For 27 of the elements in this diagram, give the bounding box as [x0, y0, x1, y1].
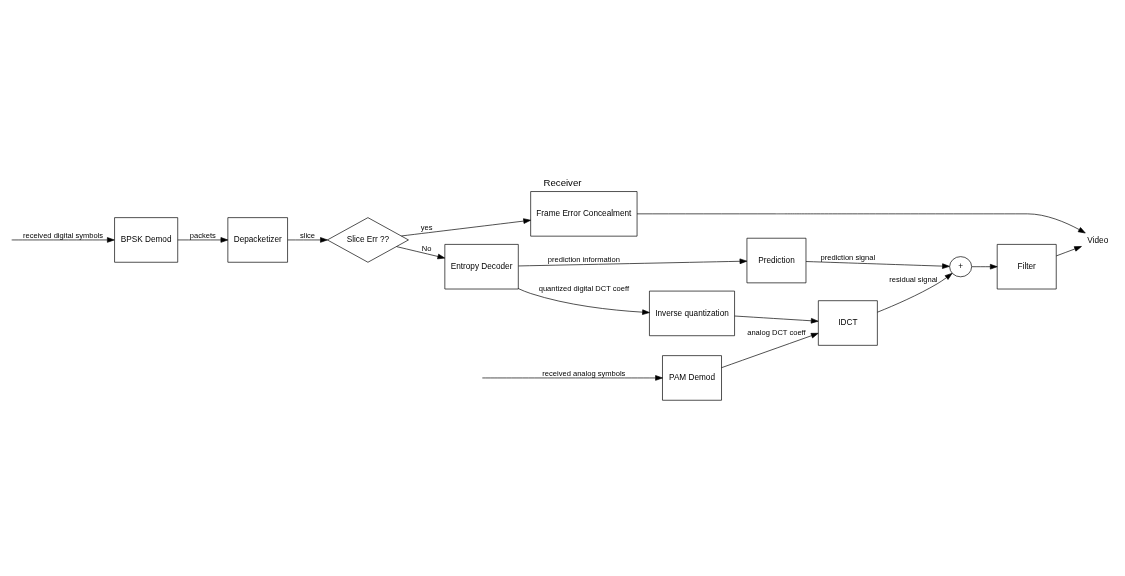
arrow — [636, 213, 1086, 234]
edge-label: received analog symbols — [542, 368, 626, 378]
edge-label: analog DCT coeff — [747, 328, 806, 338]
arrow — [287, 237, 328, 243]
arrow — [721, 333, 819, 369]
diagram-title: Receiver — [543, 177, 582, 189]
arrow — [877, 273, 953, 313]
arrow — [11, 237, 115, 243]
arrow — [518, 258, 748, 267]
edge-label: prediction information — [547, 254, 620, 264]
arrow — [1056, 246, 1082, 257]
edge-label: prediction signal — [820, 253, 876, 263]
arrow — [401, 218, 531, 237]
edge-label: quantized digital DCT coeff — [538, 284, 630, 294]
arrow — [805, 261, 950, 269]
arrow — [971, 263, 998, 270]
edge-label: slice — [299, 230, 316, 240]
edge-label: packets — [189, 230, 216, 240]
edge-label: No — [421, 243, 432, 253]
edge-label: received digital symbols — [23, 230, 104, 240]
arrow — [481, 375, 663, 381]
arrow — [177, 237, 229, 243]
arrow — [396, 246, 446, 260]
arrow — [734, 315, 819, 324]
edge-label: residual signal — [889, 274, 938, 284]
edge-label: yes — [420, 223, 433, 233]
arrow — [517, 288, 650, 315]
